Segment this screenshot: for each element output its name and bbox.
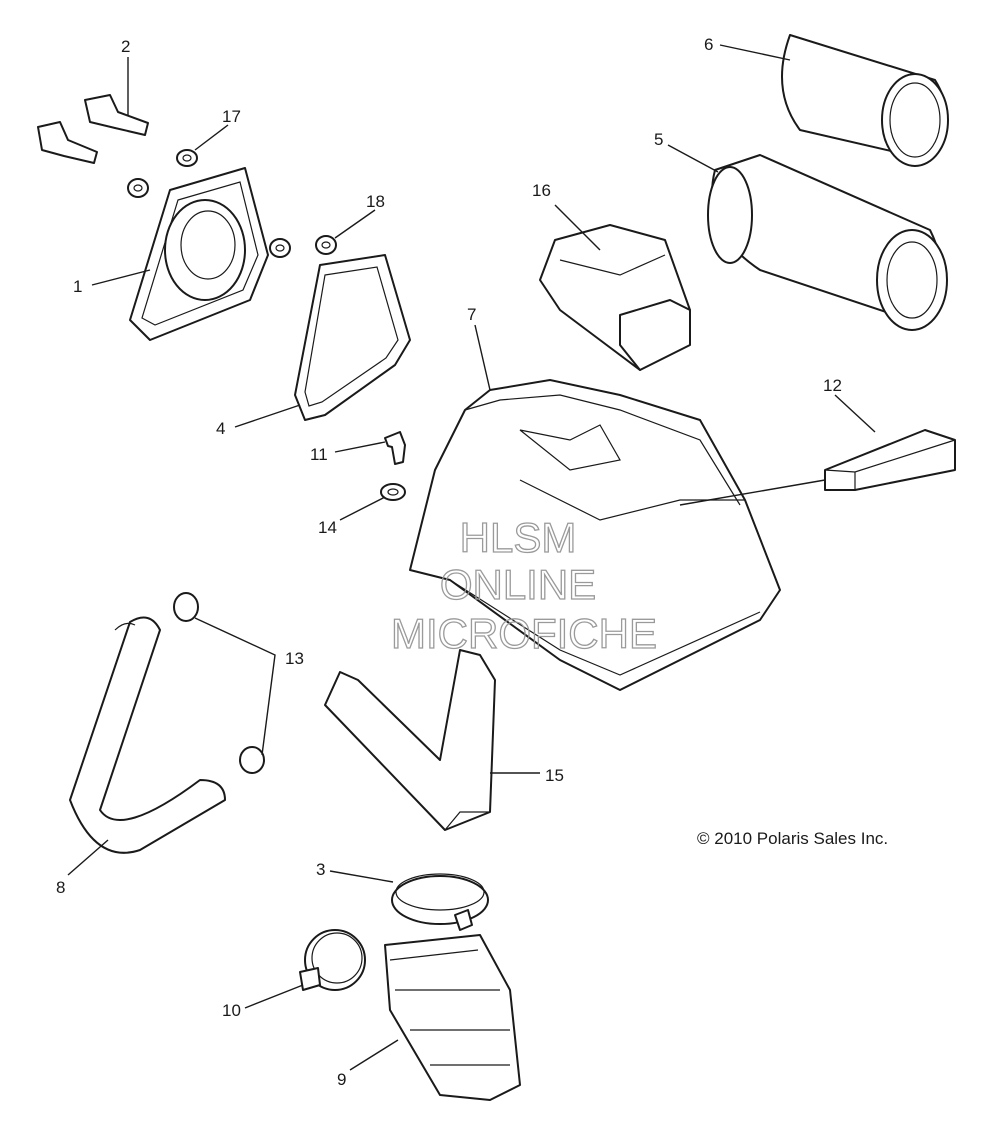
watermark-line-2: ONLINE: [440, 561, 596, 608]
callout-2: 2: [121, 37, 130, 56]
callout-labels: 2 17 18 6 5 16 1 4 7 12 11 14 13 15 8 3 …: [56, 35, 842, 1089]
callout-15: 15: [545, 766, 564, 785]
callout-17: 17: [222, 107, 241, 126]
part-4-seal: [294, 254, 411, 421]
callout-5: 5: [654, 130, 663, 149]
washers: [127, 149, 337, 258]
callout-3: 3: [316, 860, 325, 879]
part-5-air-filter: [707, 154, 948, 331]
callout-13: 13: [285, 649, 304, 668]
watermark-line-3: MICROFICHE: [391, 610, 657, 657]
part-8-hose: [69, 616, 226, 854]
callout-6: 6: [704, 35, 713, 54]
callout-12: 12: [823, 376, 842, 395]
callout-16: 16: [532, 181, 551, 200]
part-13-clamps: [173, 592, 265, 774]
callout-7: 7: [467, 305, 476, 324]
copyright-notice: © 2010 Polaris Sales Inc.: [697, 829, 888, 848]
part-7-airbox: [409, 379, 781, 691]
part-10-clamp: [299, 929, 366, 991]
leader-lines: [67, 44, 876, 1071]
part-14-washer: [380, 483, 406, 501]
callout-1: 1: [73, 277, 82, 296]
part-11-bolt: [384, 431, 406, 465]
callout-8: 8: [56, 878, 65, 897]
callout-14: 14: [318, 518, 337, 537]
callout-11: 11: [310, 445, 328, 464]
watermark-line-1: HLSM: [460, 514, 577, 561]
part-6-filter-sleeve: [781, 34, 949, 167]
part-16-intake-duct: [539, 224, 691, 371]
callout-10: 10: [222, 1001, 241, 1020]
callout-9: 9: [337, 1070, 346, 1089]
part-1-cover-plate: [129, 167, 269, 341]
part-15-foam: [324, 649, 496, 831]
callout-18: 18: [366, 192, 385, 211]
part-9-boot: [384, 934, 521, 1101]
part-12-foam-block: [824, 429, 956, 491]
callout-4: 4: [216, 419, 225, 438]
part-3-clamp: [391, 873, 489, 931]
part-2-knobs: [37, 94, 149, 164]
watermark: HLSM ONLINE MICROFICHE: [390, 513, 657, 657]
